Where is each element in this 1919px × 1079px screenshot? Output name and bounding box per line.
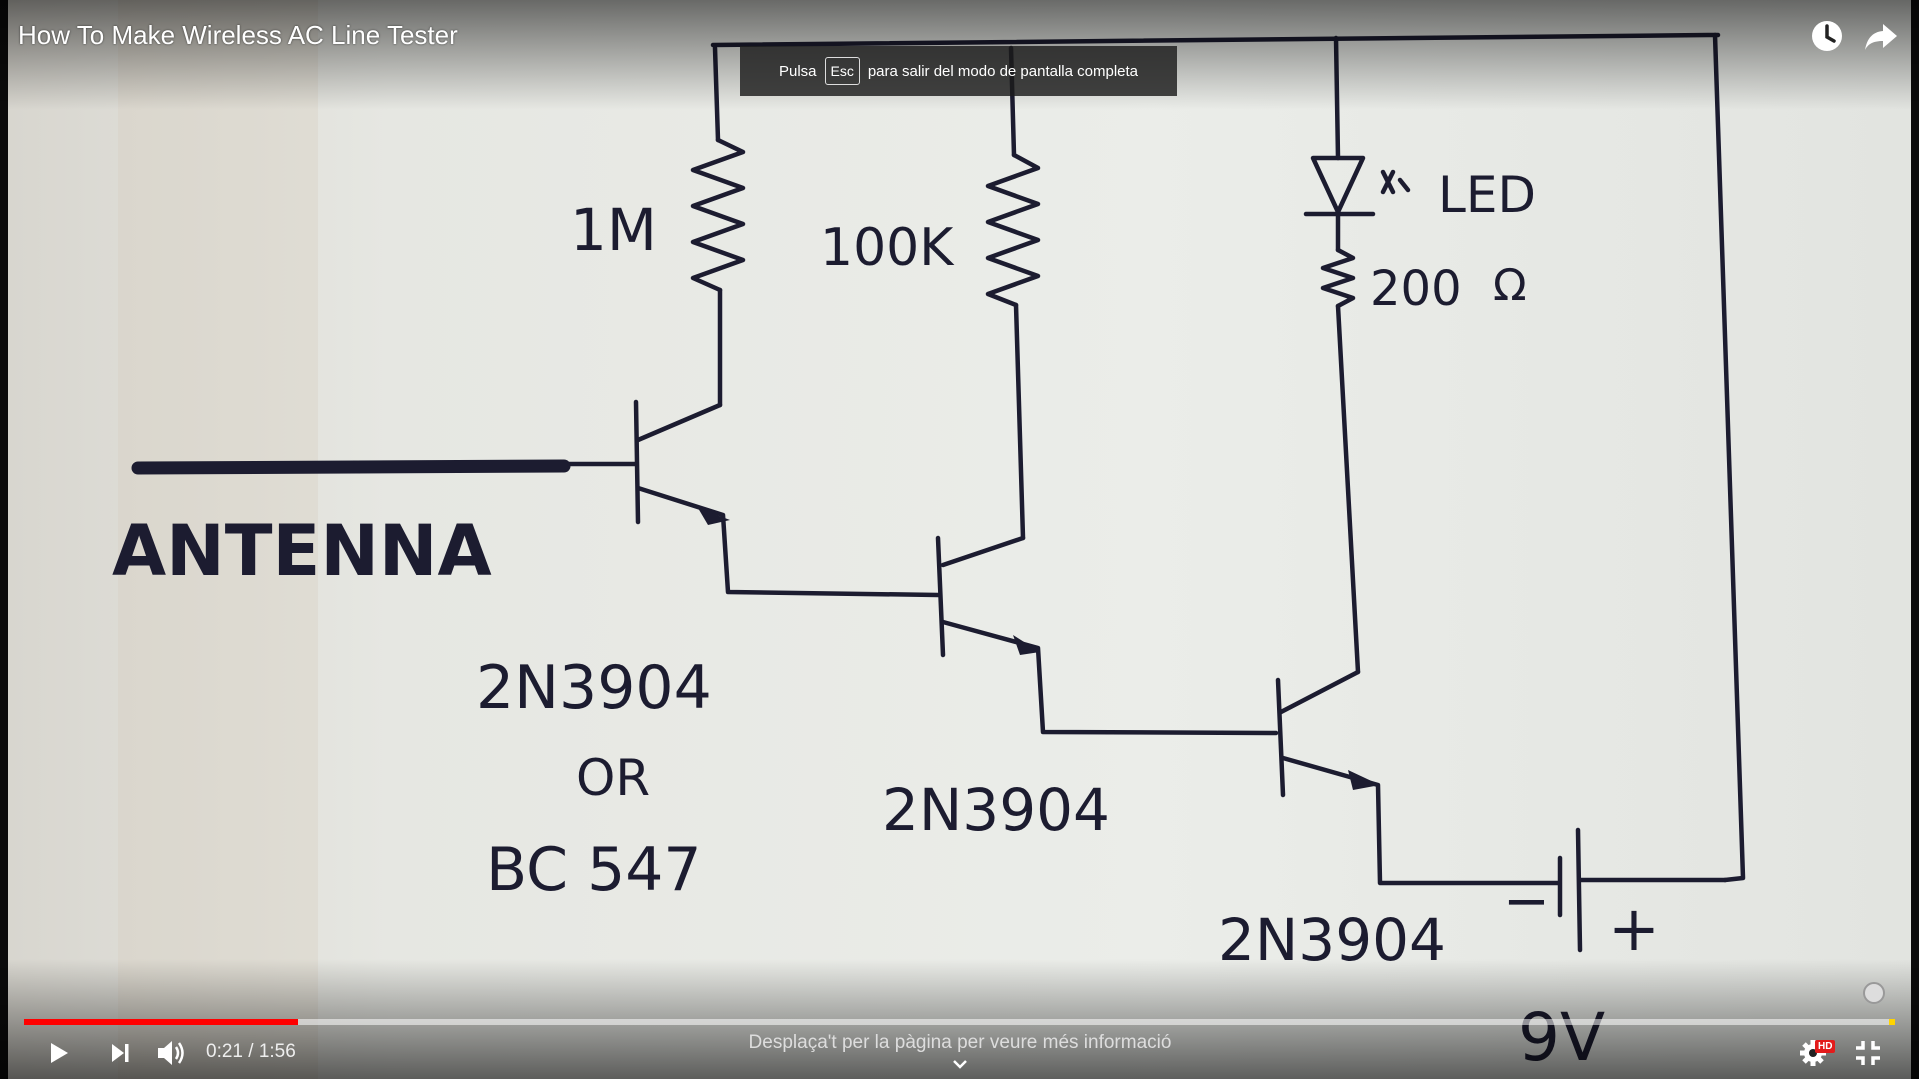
play-icon bbox=[51, 1043, 68, 1063]
paper-background bbox=[8, 0, 1911, 1079]
label-r3-unit: Ω bbox=[1493, 260, 1527, 311]
esc-key: Esc bbox=[824, 57, 860, 85]
label-r2: 100K bbox=[820, 218, 955, 278]
play-button[interactable] bbox=[36, 1033, 80, 1073]
label-q1-alt: BC 547 bbox=[486, 835, 702, 905]
label-led: LED bbox=[1438, 166, 1536, 224]
fullscreen-notice-after: para salir del modo de pantalla completa bbox=[867, 62, 1139, 80]
label-battery-minus: − bbox=[1503, 869, 1550, 934]
label-q2-part: 2N3904 bbox=[882, 776, 1110, 844]
progress-end-marker bbox=[1889, 1019, 1895, 1025]
settings-button[interactable] bbox=[1791, 1033, 1835, 1073]
chevron-down-icon[interactable] bbox=[950, 1056, 970, 1072]
label-q1-or: OR bbox=[576, 749, 650, 807]
battery-long-plate bbox=[1575, 827, 1583, 953]
share-button[interactable] bbox=[1861, 16, 1901, 56]
share-arrow-icon bbox=[1865, 24, 1897, 50]
label-q1-part: 2N3904 bbox=[476, 653, 712, 723]
clock-icon bbox=[1812, 21, 1842, 51]
resistor-1m bbox=[690, 137, 746, 293]
volume-icon bbox=[158, 1041, 184, 1065]
video-title[interactable]: How To Make Wireless AC Line Tester bbox=[18, 20, 458, 50]
exit-fullscreen-icon bbox=[1856, 1041, 1880, 1065]
antenna-line bbox=[131, 459, 571, 475]
label-antenna: ANTENNA bbox=[112, 510, 492, 592]
scroll-hint[interactable]: Desplaça't per la pàgina per veure més i… bbox=[748, 1032, 1172, 1053]
progress-played bbox=[24, 1019, 299, 1025]
exit-fullscreen-button[interactable] bbox=[1846, 1033, 1890, 1073]
paper-shadow-stripe bbox=[118, 0, 318, 1079]
next-icon bbox=[112, 1044, 129, 1062]
watch-later-button[interactable] bbox=[1807, 16, 1847, 56]
next-button[interactable] bbox=[98, 1033, 142, 1073]
time-display: 0:21 / 1:56 bbox=[206, 1041, 296, 1062]
progress-bar[interactable] bbox=[24, 1019, 1895, 1025]
resistor-200 bbox=[1320, 247, 1356, 309]
led-symbol bbox=[1310, 155, 1366, 215]
resistor-100k bbox=[985, 152, 1041, 308]
hd-badge: HD bbox=[1815, 1040, 1836, 1053]
label-battery-plus: + bbox=[1608, 892, 1660, 965]
volume-button[interactable] bbox=[150, 1033, 194, 1073]
fullscreen-notice-before: Pulsa bbox=[778, 62, 817, 80]
ambient-icon[interactable] bbox=[1863, 982, 1885, 1004]
video-frame: 1M 100K LED 200 Ω ANTENNA 2N3904 OR BC 5… bbox=[8, 0, 1911, 1079]
schematic-labels: 1M 100K LED 200 Ω ANTENNA 2N3904 OR BC 5… bbox=[112, 166, 1660, 1076]
label-r1: 1M bbox=[570, 196, 657, 264]
transistor-arrows bbox=[698, 508, 1380, 790]
label-r3: 200 bbox=[1370, 261, 1462, 317]
fullscreen-notice: Pulsa Esc para salir del modo de pantall… bbox=[740, 46, 1177, 96]
